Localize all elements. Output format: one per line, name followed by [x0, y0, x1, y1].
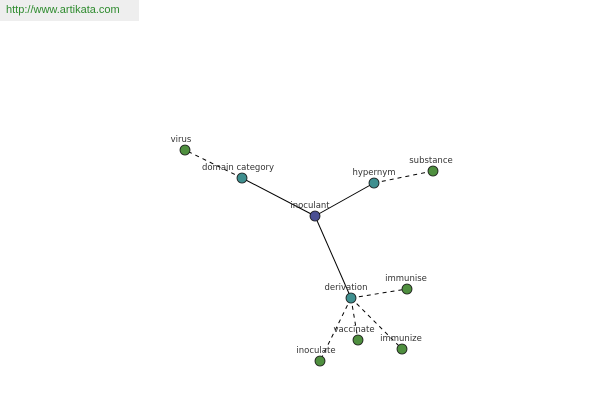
- node-vaccinate[interactable]: [352, 334, 364, 346]
- node-inoculate[interactable]: [314, 355, 326, 367]
- node-derivation[interactable]: [345, 292, 357, 304]
- edge-inoculant-to-derivation: [314, 215, 352, 299]
- node-hypernym[interactable]: [368, 177, 380, 189]
- node-virus[interactable]: [179, 144, 191, 156]
- node-label-immunize[interactable]: immunize: [380, 334, 422, 344]
- graph-edges: [184, 149, 434, 362]
- graph-labels: inoculant domain category hypernym derivati…: [171, 135, 453, 356]
- node-inoculant[interactable]: [309, 210, 321, 222]
- source-url-bar: http://www.artikata.com: [0, 0, 139, 21]
- edge-derivation-to-inoculate: [319, 297, 352, 362]
- node-label-inoculant[interactable]: inoculant: [290, 201, 330, 211]
- edge-inoculant-to-domain-category: [241, 177, 316, 217]
- edge-inoculant-to-hypernym: [314, 182, 375, 217]
- edge-domain-category-to-virus: [184, 149, 243, 179]
- edge-hypernym-to-substance: [373, 170, 434, 184]
- node-label-substance[interactable]: substance: [409, 156, 452, 166]
- node-label-domain-category[interactable]: domain category: [202, 163, 274, 173]
- edge-derivation-to-vaccinate: [350, 297, 359, 341]
- node-label-vaccinate[interactable]: vaccinate: [333, 325, 374, 335]
- node-label-immunise[interactable]: immunise: [385, 274, 427, 284]
- node-label-hypernym[interactable]: hypernym: [352, 168, 395, 178]
- graph-nodes: [179, 144, 439, 367]
- node-label-inoculate[interactable]: inoculate: [296, 346, 335, 356]
- node-label-virus[interactable]: virus: [171, 135, 192, 145]
- node-immunise[interactable]: [401, 283, 413, 295]
- source-url-link[interactable]: http://www.artikata.com: [6, 4, 120, 16]
- node-label-derivation[interactable]: derivation: [324, 283, 367, 293]
- node-immunize[interactable]: [396, 343, 408, 355]
- node-substance[interactable]: [427, 165, 439, 177]
- edge-derivation-to-immunise: [350, 288, 408, 299]
- node-domain-category[interactable]: [236, 172, 248, 184]
